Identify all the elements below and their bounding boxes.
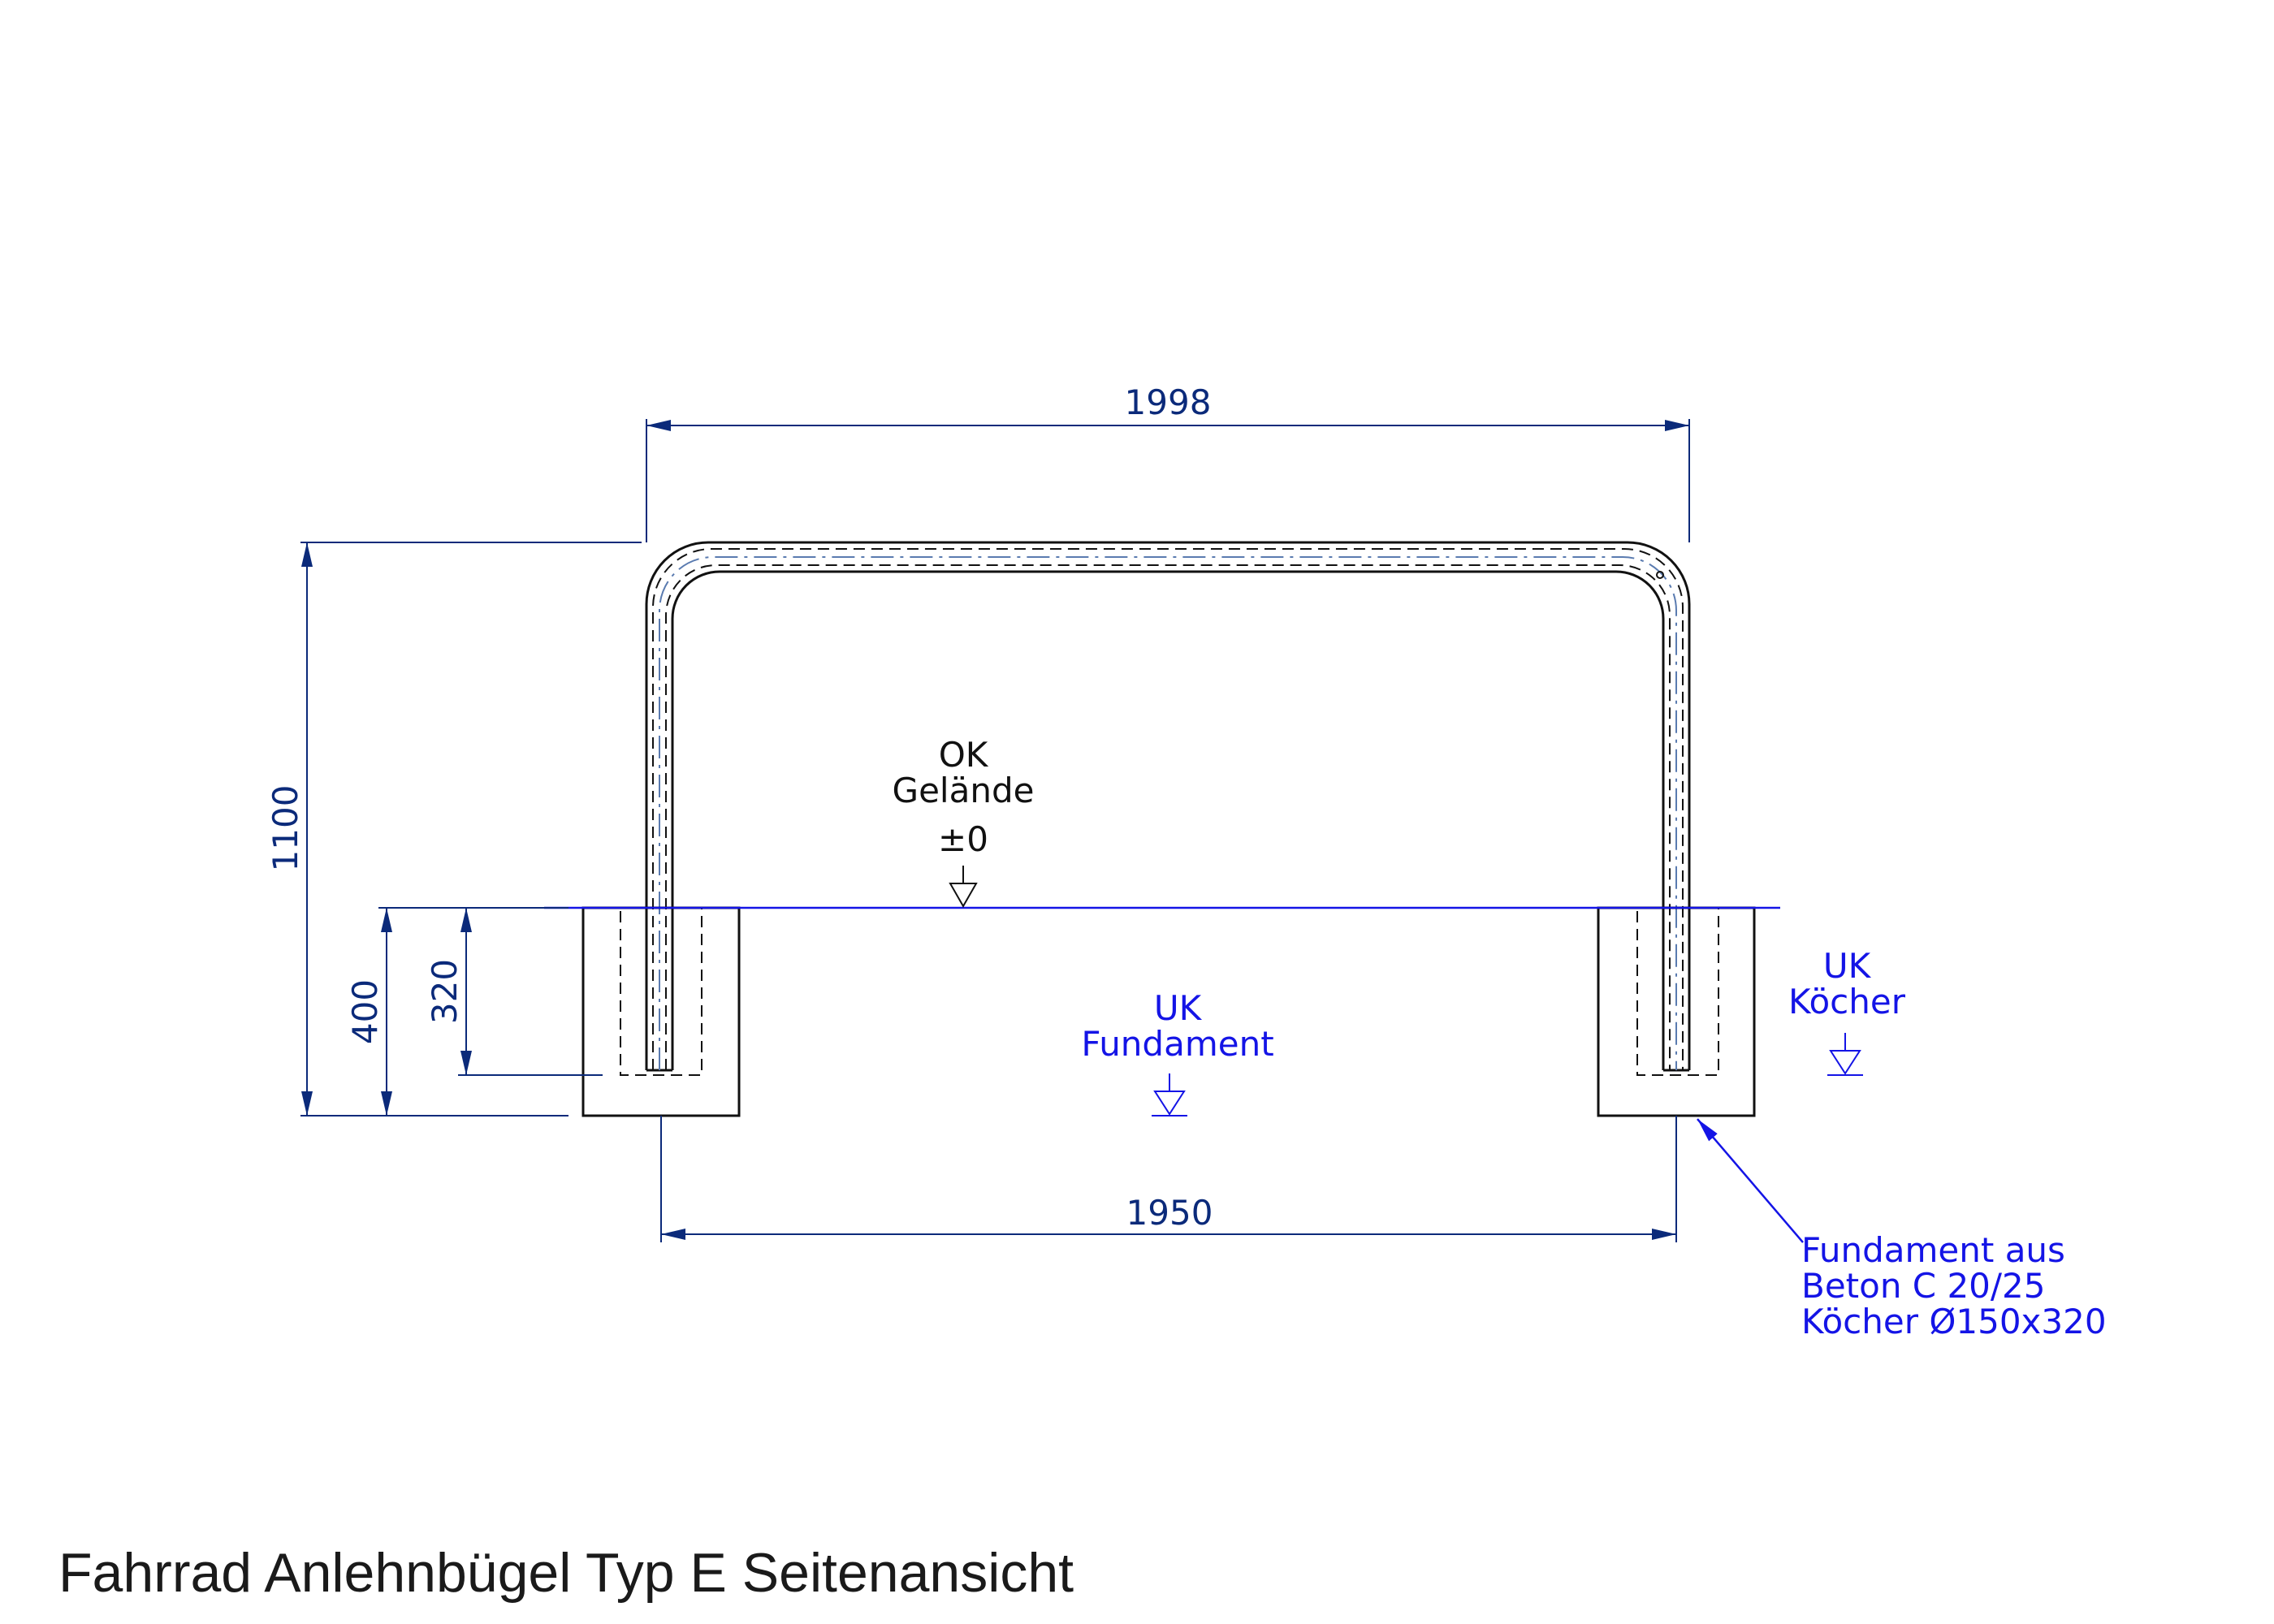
- dimension-socket-depth: [458, 908, 603, 1076]
- dimension-top-width: [646, 419, 1690, 542]
- socket-left: [620, 907, 703, 1076]
- note-leader-line: [1697, 1118, 1804, 1243]
- terrain-level-label: ±0: [938, 819, 988, 859]
- note-line2: Beton C 20/25: [1801, 1266, 2046, 1306]
- uk-socket-level-symbol: [1827, 1033, 1863, 1076]
- note-line3: Köcher Ø150x320: [1801, 1302, 2107, 1341]
- uk-foundation-label-line2: Fundament: [1081, 1024, 1273, 1064]
- terrain-level-symbol: [949, 866, 978, 909]
- uk-foundation-level-symbol: [1152, 1073, 1187, 1116]
- uk-socket-label-line2: Köcher: [1788, 982, 1906, 1021]
- terrain-label-line1: OK: [939, 735, 989, 775]
- tube-inner-contour: [671, 570, 1665, 1070]
- dimension-foundation-depth: [378, 907, 568, 1116]
- foundation-left: [581, 906, 741, 1117]
- uk-socket-label-line1: UK: [1823, 946, 1872, 986]
- dimension-socket-depth-label: 320: [425, 959, 465, 1024]
- foundation-right: [1597, 906, 1756, 1117]
- tube-outer-dashed: [652, 548, 1684, 1070]
- drawing-title: Fahrrad Anlehnbügel Typ E Seitenansicht: [58, 1542, 1074, 1604]
- tube-centerline: [659, 556, 1677, 1070]
- dimension-total-height: [300, 542, 642, 1116]
- note-line1: Fundament aus: [1801, 1230, 2065, 1270]
- uk-foundation-label-line1: UK: [1154, 988, 1203, 1028]
- tube-inner-dashed: [665, 564, 1671, 1070]
- dimension-bottom-width: [660, 1116, 1677, 1242]
- bike-stand-tube: [645, 541, 1691, 1072]
- socket-right: [1636, 907, 1719, 1076]
- tube-weld-point: [1656, 571, 1664, 579]
- dimension-bottom-width-label: 1950: [1126, 1193, 1213, 1233]
- terrain-label-line2: Gelände: [893, 771, 1035, 810]
- dimension-top-width-label: 1998: [1125, 382, 1212, 422]
- dimension-total-height-label: 1100: [266, 785, 305, 872]
- tube-outer-contour: [645, 541, 1691, 1070]
- dimension-foundation-depth-label: 400: [345, 979, 385, 1044]
